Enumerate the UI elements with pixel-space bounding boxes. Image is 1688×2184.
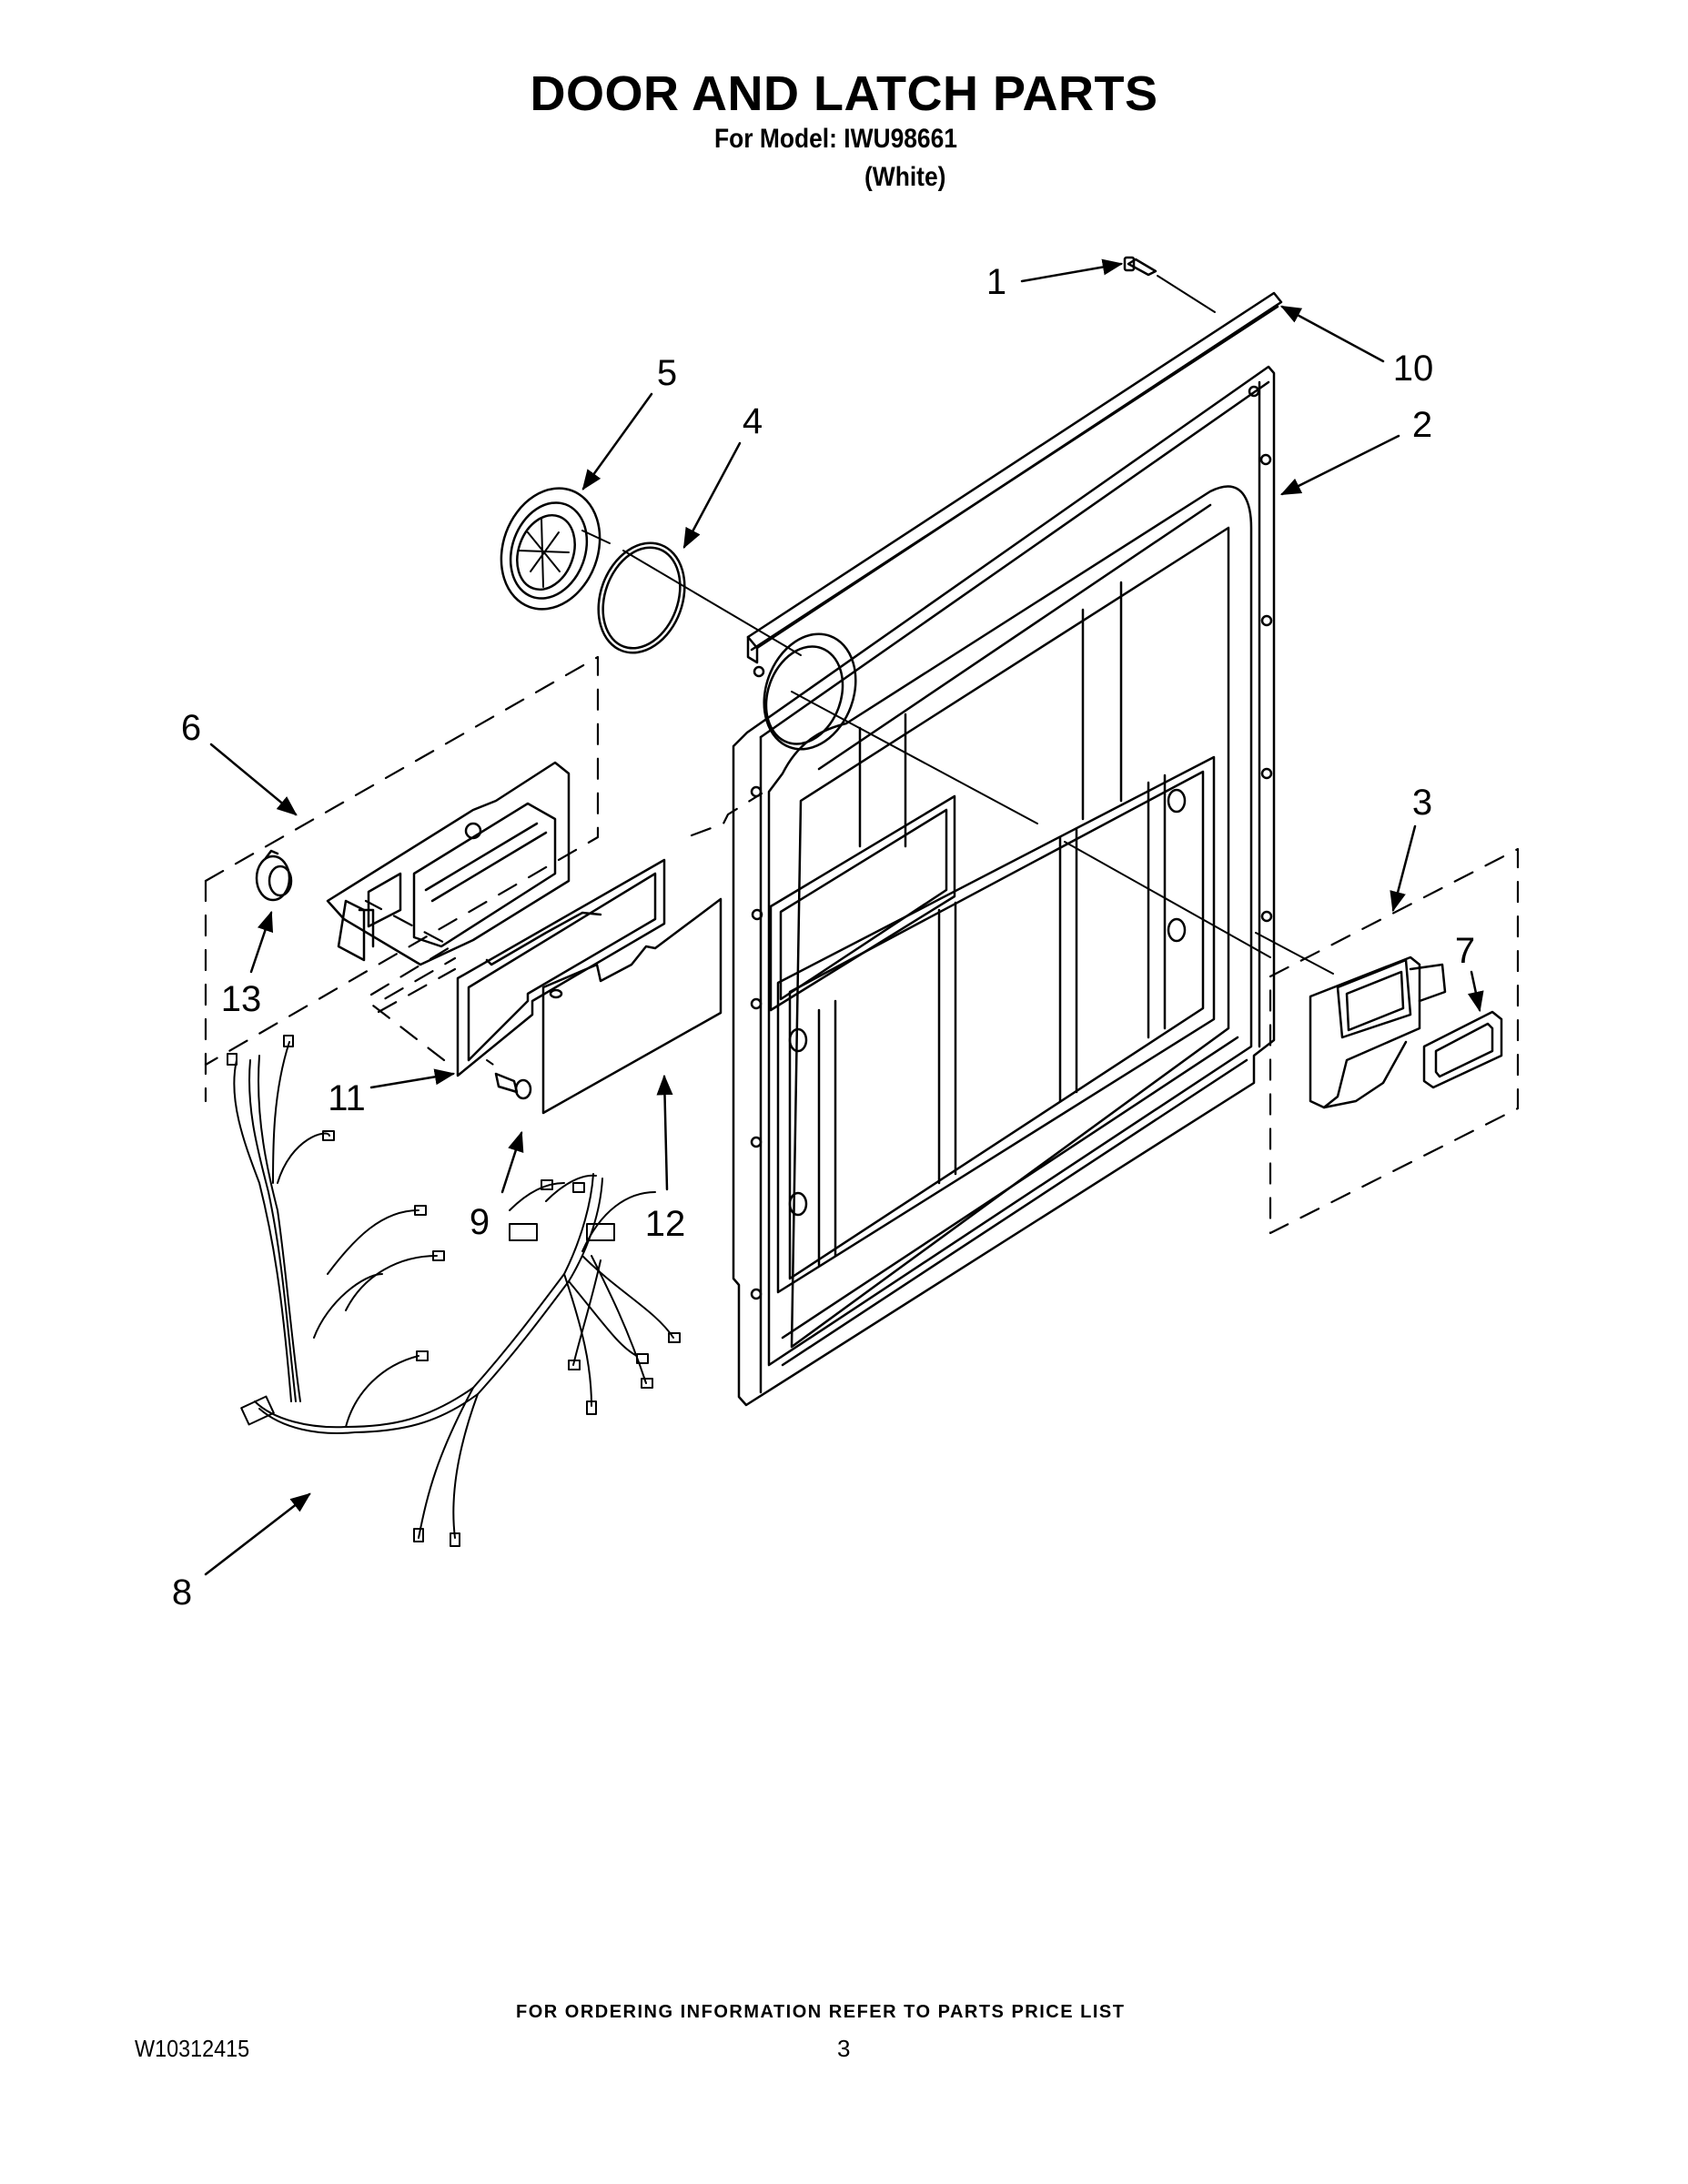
dispenser-dashed-box (204, 655, 600, 1103)
ordering-note: FOR ORDERING INFORMATION REFER TO PARTS … (516, 2002, 1126, 2022)
leader-4 (682, 441, 742, 549)
callout-1: 1 (986, 262, 1007, 302)
screw-top (1123, 256, 1216, 313)
callout-2: 2 (1411, 405, 1433, 445)
leader-7 (1467, 970, 1484, 1013)
callout-9: 9 (469, 1202, 490, 1242)
vent-gasket (597, 541, 686, 654)
callout-12: 12 (644, 1204, 686, 1244)
leader-11 (369, 1068, 456, 1089)
leader-2 (1279, 434, 1400, 496)
vent-centerline (581, 530, 802, 656)
dispenser-assembly (326, 761, 571, 966)
page-title: DOOR AND LATCH PARTS (530, 66, 1158, 121)
callout-leaders (204, 258, 1484, 1576)
leader-12 (656, 1074, 673, 1191)
callout-5: 5 (656, 353, 678, 393)
inner-door-panel (732, 365, 1276, 1407)
shield (541, 897, 723, 1115)
leader-1 (1020, 258, 1124, 283)
vent-centerline-2 (791, 691, 1271, 958)
wiring-harness (227, 1035, 681, 1547)
leader-6 (209, 743, 298, 816)
rinse-aid-cap (255, 849, 293, 902)
leader-10 (1280, 305, 1385, 363)
callout-10: 10 (1392, 349, 1434, 389)
bracket-dashed-lines (371, 792, 763, 1062)
latch-dashed-box (1269, 847, 1520, 1235)
leader-9 (500, 1130, 524, 1194)
model-number: For Model: IWU98661 (714, 124, 957, 154)
document-number: W10312415 (135, 2035, 250, 2062)
latch-centerline (1255, 932, 1334, 975)
leader-3 (1390, 824, 1417, 913)
callout-8: 8 (171, 1572, 193, 1613)
door-latch-assembly (1309, 956, 1447, 1109)
leader-5 (581, 392, 653, 490)
door-strip (746, 291, 1283, 664)
callout-3: 3 (1411, 783, 1433, 823)
callout-6: 6 (180, 708, 202, 748)
callout-13: 13 (220, 979, 262, 1019)
leader-8 (204, 1492, 311, 1576)
callout-4: 4 (742, 401, 763, 441)
control-board-bracket (456, 858, 666, 1077)
vent (500, 487, 601, 611)
screw-bracket (486, 1059, 532, 1100)
latch-gasket (1422, 1010, 1503, 1089)
callout-7: 7 (1454, 931, 1476, 971)
leader-13 (249, 910, 274, 974)
page-number: 3 (837, 2035, 851, 2062)
model-color: (White) (864, 162, 946, 192)
callout-11: 11 (328, 1078, 366, 1118)
